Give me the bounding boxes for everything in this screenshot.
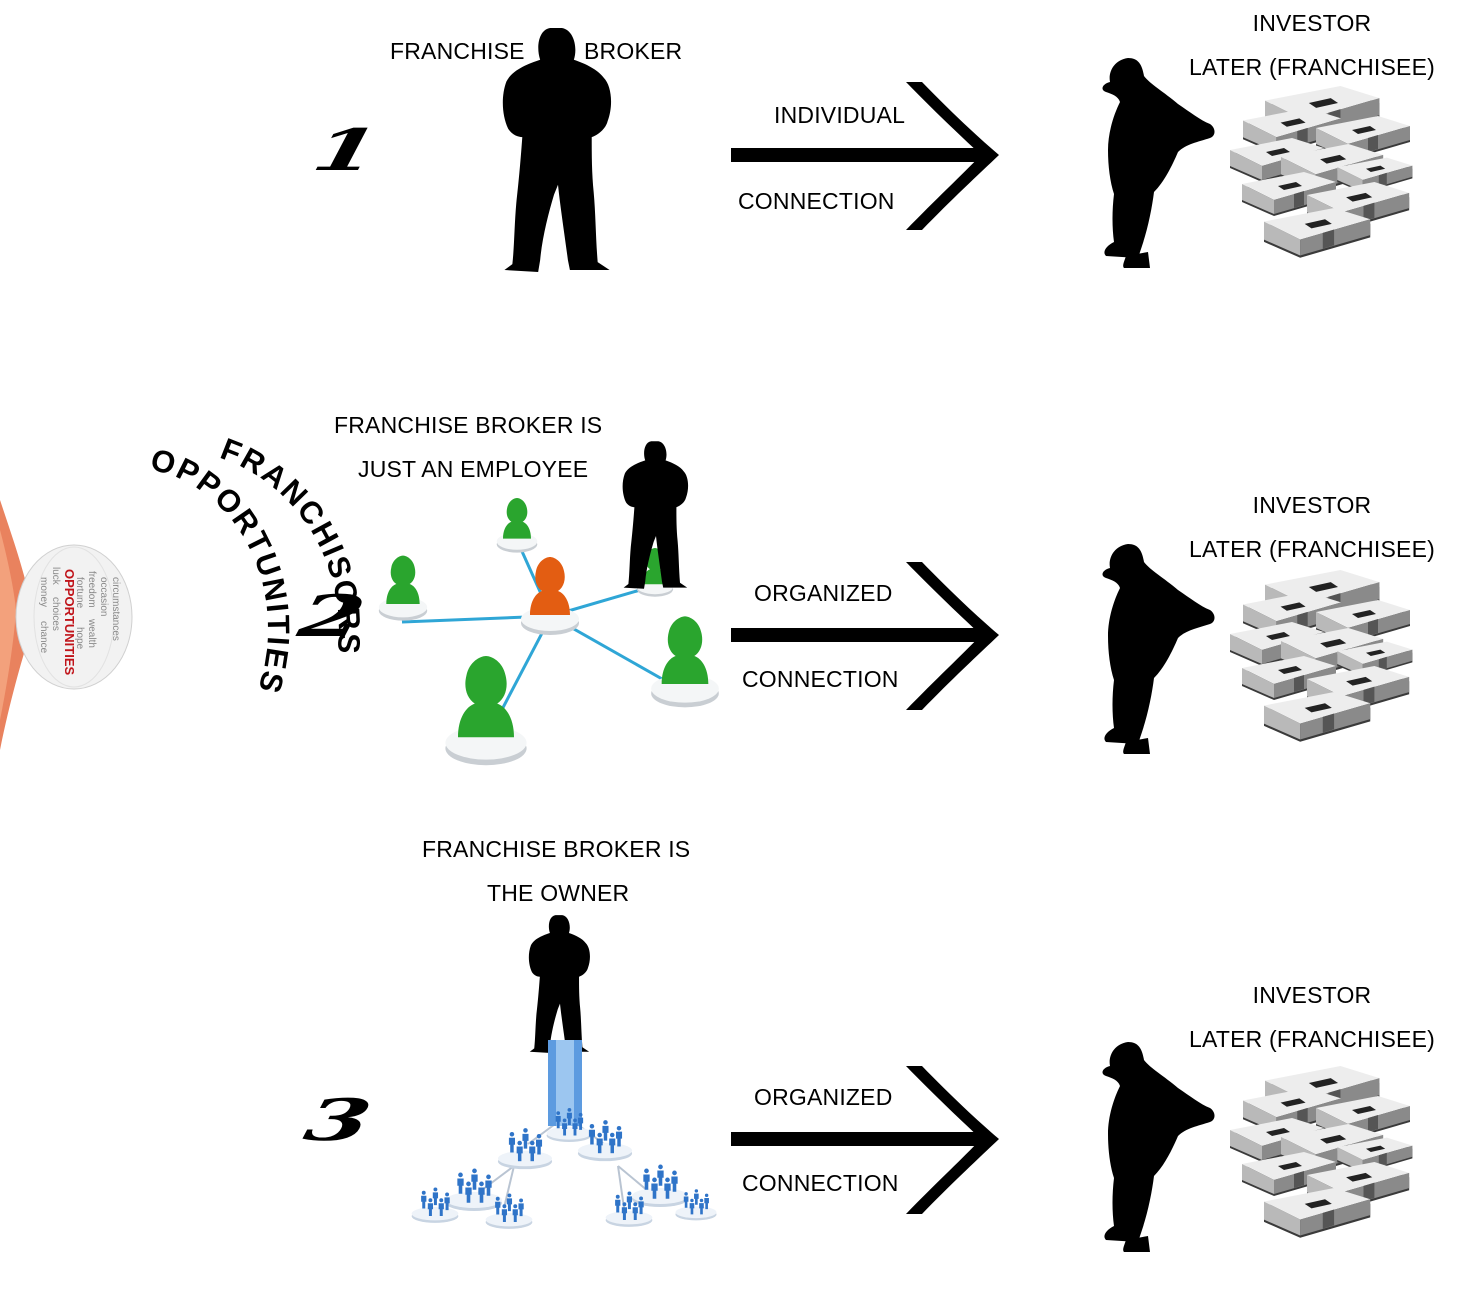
sphere-word: choices [50, 597, 61, 631]
broker-label-left: FRANCHISE [390, 38, 525, 64]
sphere-word: luck [50, 567, 61, 586]
investor-sublabel: LATER (FRANCHISEE) [1189, 536, 1435, 562]
investor-label: INVESTOR [1252, 10, 1372, 36]
investor-sublabel: LATER (FRANCHISEE) [1189, 1026, 1435, 1052]
tower-highlight [556, 1040, 574, 1126]
investor-label: INVESTOR [1252, 982, 1372, 1008]
sphere-word-highlight: OPPORTUNITIES [62, 569, 77, 676]
money-pile-icon [1226, 86, 1416, 261]
hierarchy-link [617, 1165, 625, 1209]
people-platform-icon [446, 1169, 502, 1211]
arrow-top-label: ORGANIZED [754, 580, 893, 606]
money-pile-icon [1226, 570, 1416, 745]
broker-silhouette-icon [502, 27, 612, 273]
green-user-icon [378, 555, 428, 621]
people-platform-icon [578, 1120, 632, 1161]
curved-text: FRANCHISORS OPPORTUNITIES [147, 431, 365, 698]
broker-label-right: BROKER [584, 38, 683, 64]
hierarchy-graphic [404, 1040, 724, 1236]
green-user-icon [445, 656, 527, 766]
opportunities-graphic: freedom wealth fortune hope luck choices… [0, 431, 365, 800]
investor-silhouette-icon [1102, 58, 1215, 268]
broker-sublabel: THE OWNER [487, 880, 630, 906]
arrow-top-label: ORGANIZED [754, 1084, 893, 1110]
sphere-word: occasion [98, 577, 109, 616]
arrow-bottom-label: CONNECTION [738, 188, 895, 214]
arrow-top-label: INDIVIDUAL [774, 102, 906, 128]
opportunities-sphere-icon: freedom wealth fortune hope luck choices… [15, 544, 133, 690]
sphere-word: freedom [86, 571, 97, 608]
arrow-bottom-label: CONNECTION [742, 666, 899, 692]
people-platform-icon [498, 1128, 552, 1169]
investor-silhouette-icon [1102, 1042, 1215, 1252]
sphere-word: wealth [86, 618, 97, 648]
green-user-icon [496, 498, 538, 553]
broker-silhouette-icon [528, 915, 590, 1053]
hierarchy-link [503, 1165, 515, 1209]
money-pile-icon [1226, 1066, 1416, 1241]
row-number: 1 [306, 116, 386, 184]
investor-silhouette-icon [1102, 544, 1215, 754]
sphere-word: circumstances [110, 577, 121, 641]
arrow-bottom-label: CONNECTION [742, 1170, 899, 1196]
sphere-word: fortune [74, 577, 85, 609]
broker-label: FRANCHISE BROKER IS [422, 836, 691, 862]
green-user-icon [651, 616, 719, 708]
row-number: 3 [298, 1086, 378, 1154]
sphere-word: money [38, 577, 49, 607]
investor-label: INVESTOR [1252, 492, 1372, 518]
broker-label: FRANCHISE BROKER IS [334, 412, 603, 438]
sphere-word: hope [74, 627, 85, 650]
broker-sublabel: JUST AN EMPLOYEE [358, 456, 589, 482]
sphere-word: chance [38, 621, 49, 654]
network-graphic [378, 498, 719, 766]
investor-sublabel: LATER (FRANCHISEE) [1189, 54, 1435, 80]
broker-silhouette-icon [622, 441, 689, 589]
